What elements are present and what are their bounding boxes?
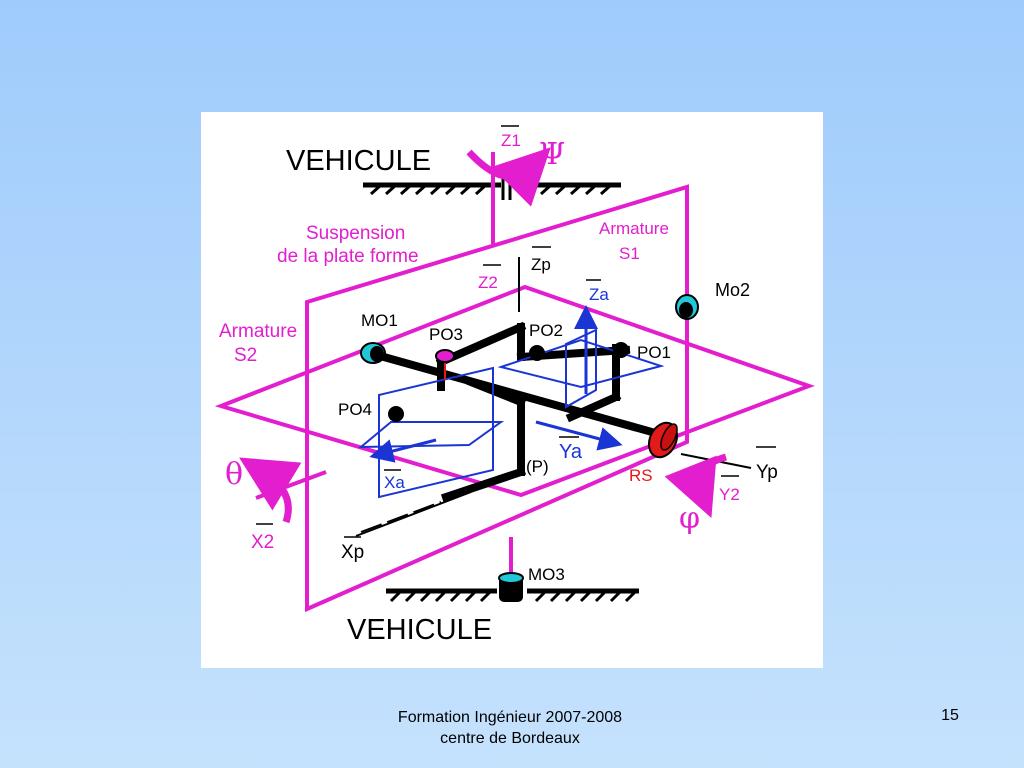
suspension-label-line1: Suspension <box>306 223 405 244</box>
vehicule-top-label: VEHICULE <box>286 145 431 177</box>
p-label: (P) <box>526 457 549 476</box>
gimbal-diagram: VEHICULE Z1 Ψ Suspension de la plate for… <box>201 112 823 668</box>
po2-label: PO2 <box>529 321 563 340</box>
motor-rs <box>647 421 679 459</box>
theta-label: θ <box>225 457 243 492</box>
rs-label: RS <box>629 466 653 485</box>
po3-label: PO3 <box>429 325 463 344</box>
vector-marks <box>256 125 776 538</box>
xa-arrow <box>369 438 437 463</box>
mo2-label: Mo2 <box>715 280 750 300</box>
po4-label: PO4 <box>338 400 372 419</box>
bearing-po2-icon <box>529 345 545 361</box>
armature-s2-label-line2: S2 <box>234 345 257 366</box>
bearing-po3-icon <box>435 349 455 363</box>
x2-axis <box>255 470 327 500</box>
mo3-label: MO3 <box>528 565 565 584</box>
platform-structure <box>361 321 664 503</box>
psi-label: Ψ <box>539 137 565 172</box>
motor-mo3 <box>498 572 524 602</box>
ya-label: Ya <box>559 441 583 463</box>
armature-s2-frame <box>214 284 815 498</box>
po1-label: PO1 <box>637 343 671 362</box>
xa-label: Xa <box>384 473 405 492</box>
z2-label: Z2 <box>478 273 498 292</box>
bearing-po1-icon <box>613 342 629 358</box>
phi-rotation-arrow <box>664 453 728 519</box>
vehicule-bottom-label: VEHICULE <box>347 614 492 646</box>
ya-arrow <box>535 420 623 451</box>
armature-s2-label-line1: Armature <box>219 321 297 342</box>
y2-label: Y2 <box>719 485 740 504</box>
za-label: Za <box>589 285 609 304</box>
xp-axis <box>355 491 472 537</box>
z1-label: Z1 <box>501 131 521 150</box>
motor-mo2 <box>675 294 699 320</box>
page-number: 15 <box>941 707 959 724</box>
footer-line2: centre de Bordeaux <box>440 730 580 747</box>
armature-s1-label-line2: S1 <box>619 244 640 263</box>
theta-rotation-arrow <box>239 457 302 524</box>
yp-label: Yp <box>756 462 778 483</box>
suspension-label-line2: de la plate forme <box>277 246 419 267</box>
footer-caption: Formation Ingénieur 2007-2008 centre de … <box>330 707 690 749</box>
armature-s1-label-line1: Armature <box>599 219 669 238</box>
vehicle-mount-bottom <box>386 588 639 603</box>
psi-rotation-arrow <box>466 147 551 207</box>
footer-line1: Formation Ingénieur 2007-2008 <box>397 709 623 726</box>
xp-label: Xp <box>341 542 364 563</box>
motor-mo1 <box>360 342 386 364</box>
zp-label: Zp <box>531 255 551 274</box>
x2-label: X2 <box>251 532 274 553</box>
mo1-label: MO1 <box>361 311 398 330</box>
bearing-po4-icon <box>388 406 404 422</box>
phi-label: φ <box>679 501 700 536</box>
